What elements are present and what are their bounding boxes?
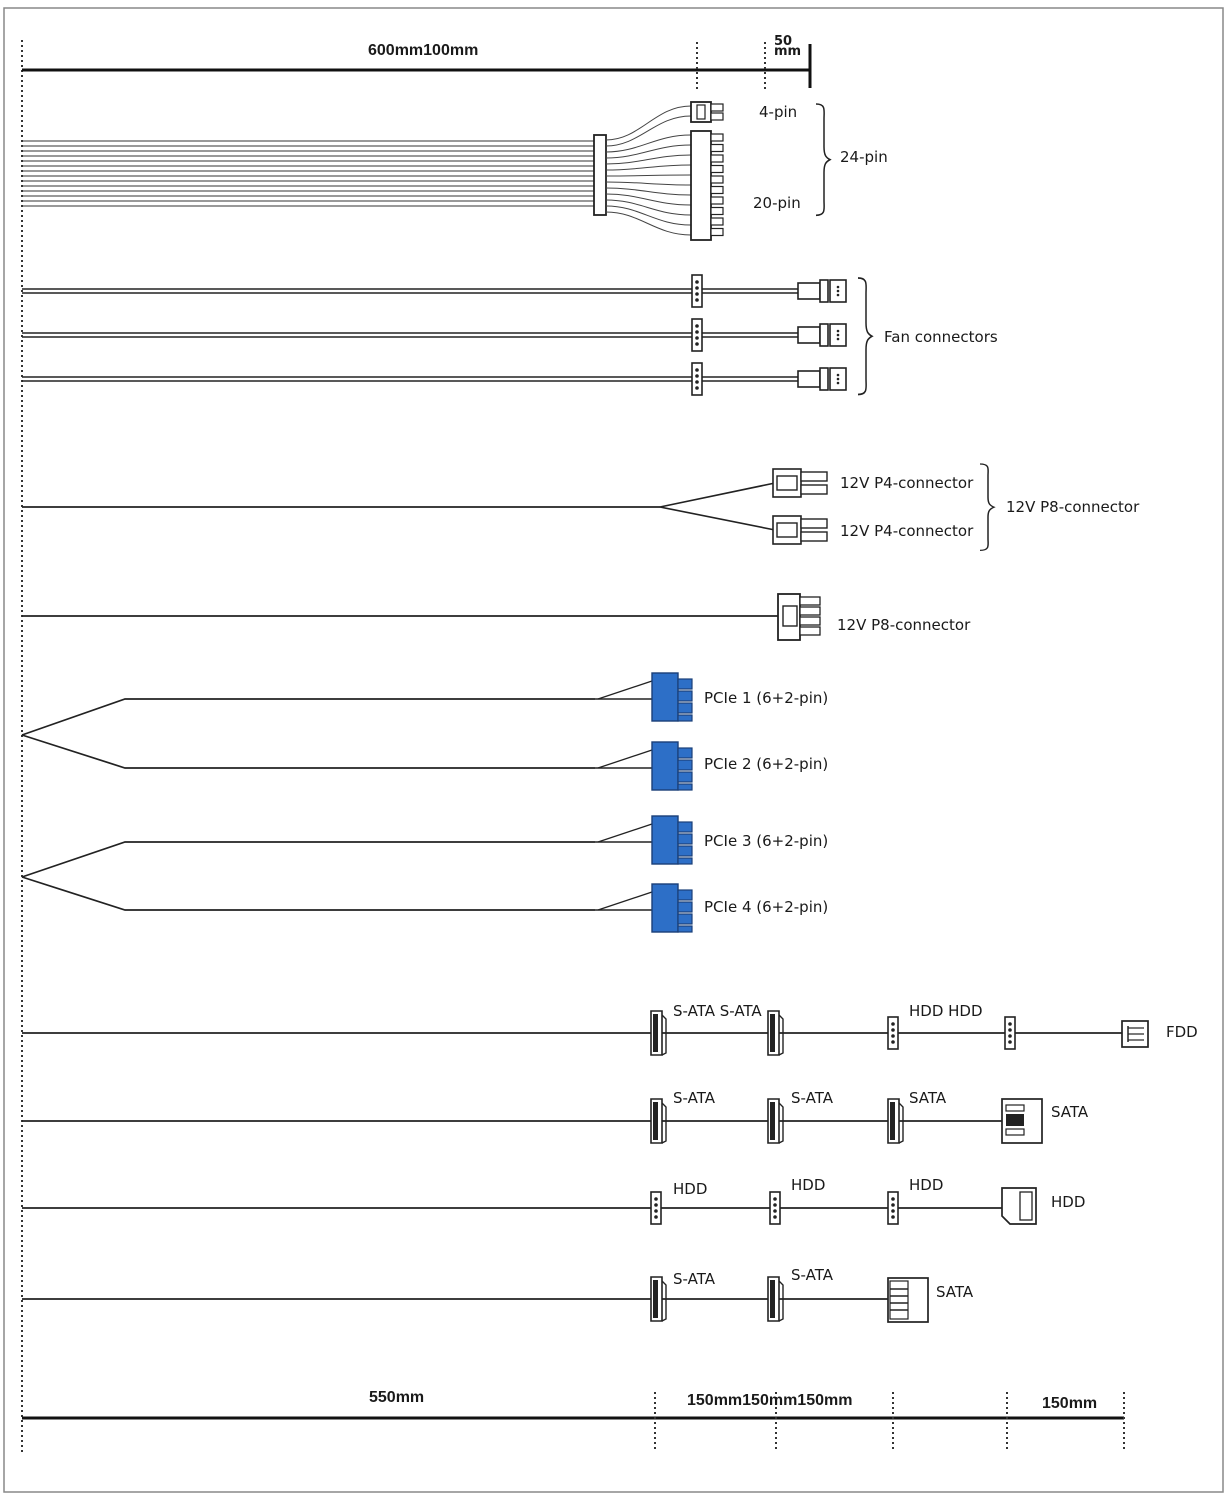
connector-20pin: [690, 130, 712, 241]
connector-fdd: [1121, 1020, 1149, 1048]
label-row3-a: HDD: [673, 1180, 707, 1198]
dimension-bottom-main: 550mm: [369, 1389, 424, 1406]
pcie-connector: [651, 672, 693, 722]
dimension-tail-bottom-label: mm: [774, 44, 801, 59]
fan-connector: [797, 279, 847, 303]
pcie-cables: PCIe 1 (6+2-pin) PCIe 2 (6+2-pin) PCIe 3…: [21, 672, 828, 933]
label-p8-group: 12V P8-connector: [1006, 498, 1140, 516]
p8-split-cable: 12V P4-connector 12V P4-connector 12V P8…: [22, 463, 1140, 552]
peripheral-cable-1: S-ATA S-ATA HDD HDD FDD: [22, 1002, 1198, 1056]
label-pcie-4: PCIe 4 (6+2-pin): [704, 898, 828, 916]
connector-hdd: [650, 1191, 662, 1225]
fan-connector: [797, 323, 847, 347]
label-4pin: 4-pin: [759, 103, 797, 121]
label-row3-end: HDD: [1051, 1193, 1085, 1211]
label-row4-b: S-ATA: [791, 1266, 834, 1284]
connector-sata-end: [1001, 1098, 1043, 1144]
fan-inline-connector: [691, 362, 703, 396]
connector-hdd: [887, 1191, 899, 1225]
fan-connector: [797, 367, 847, 391]
fan-inline-connector: [691, 274, 703, 308]
label-row3-b: HDD: [791, 1176, 825, 1194]
main-24pin-cable: 4-pin 20-pin 24-pin: [22, 101, 888, 241]
connector-sata-end: [887, 1277, 929, 1323]
label-row2-c: SATA: [909, 1089, 947, 1107]
label-row1-a: S-ATA S-ATA: [673, 1002, 762, 1020]
connector-p8: [777, 593, 821, 641]
top-dimension: 600mm100mm 50 mm: [22, 34, 812, 90]
pcie-connector: [651, 741, 693, 791]
label-row1-b: HDD HDD: [909, 1002, 983, 1020]
label-row4-a: S-ATA: [673, 1270, 716, 1288]
label-row2-b: S-ATA: [791, 1089, 834, 1107]
label-p4-b: 12V P4-connector: [840, 522, 974, 540]
connector-p4-b: [772, 515, 828, 545]
label-row2-end: SATA: [1051, 1103, 1089, 1121]
peripheral-cable-3: HDD HDD HDD HDD: [22, 1176, 1085, 1225]
label-fan-connectors: Fan connectors: [884, 328, 998, 346]
label-pcie-3: PCIe 3 (6+2-pin): [704, 832, 828, 850]
connector-hdd: [887, 1016, 899, 1050]
label-row4-end: SATA: [936, 1283, 974, 1301]
p8-single-cable: 12V P8-connector: [22, 593, 971, 641]
label-pcie-2: PCIe 2 (6+2-pin): [704, 755, 828, 773]
dimension-bottom-last: 150mm: [1042, 1395, 1097, 1412]
dimension-bottom-mid: 150mm150mm150mm: [687, 1392, 852, 1409]
pcie-connector: [651, 815, 693, 865]
label-row1-end: FDD: [1166, 1023, 1198, 1041]
connector-hdd: [769, 1191, 781, 1225]
fan-cables: Fan connectors: [22, 274, 998, 396]
label-20pin: 20-pin: [753, 194, 801, 212]
fan-inline-connector: [691, 318, 703, 352]
dimension-tail-top-label: 50: [774, 34, 792, 49]
peripheral-cable-4: S-ATA S-ATA SATA: [22, 1266, 974, 1323]
connector-p4-a: [772, 468, 828, 498]
dimension-main-label: 600mm100mm: [368, 42, 478, 59]
bottom-dimension: 550mm 150mm150mm150mm 150mm: [22, 1389, 1125, 1452]
outer-border: [3, 7, 1224, 1493]
label-row2-a: S-ATA: [673, 1089, 716, 1107]
connector-hdd-end: [1001, 1187, 1037, 1225]
label-p4-a: 12V P4-connector: [840, 474, 974, 492]
label-24pin: 24-pin: [840, 148, 888, 166]
label-p8-single: 12V P8-connector: [837, 616, 971, 634]
peripheral-cable-2: S-ATA S-ATA SATA SATA: [22, 1089, 1089, 1144]
label-row3-c: HDD: [909, 1176, 943, 1194]
pcie-connector: [651, 883, 693, 933]
label-pcie-1: PCIe 1 (6+2-pin): [704, 689, 828, 707]
connector-hdd: [1004, 1016, 1016, 1050]
